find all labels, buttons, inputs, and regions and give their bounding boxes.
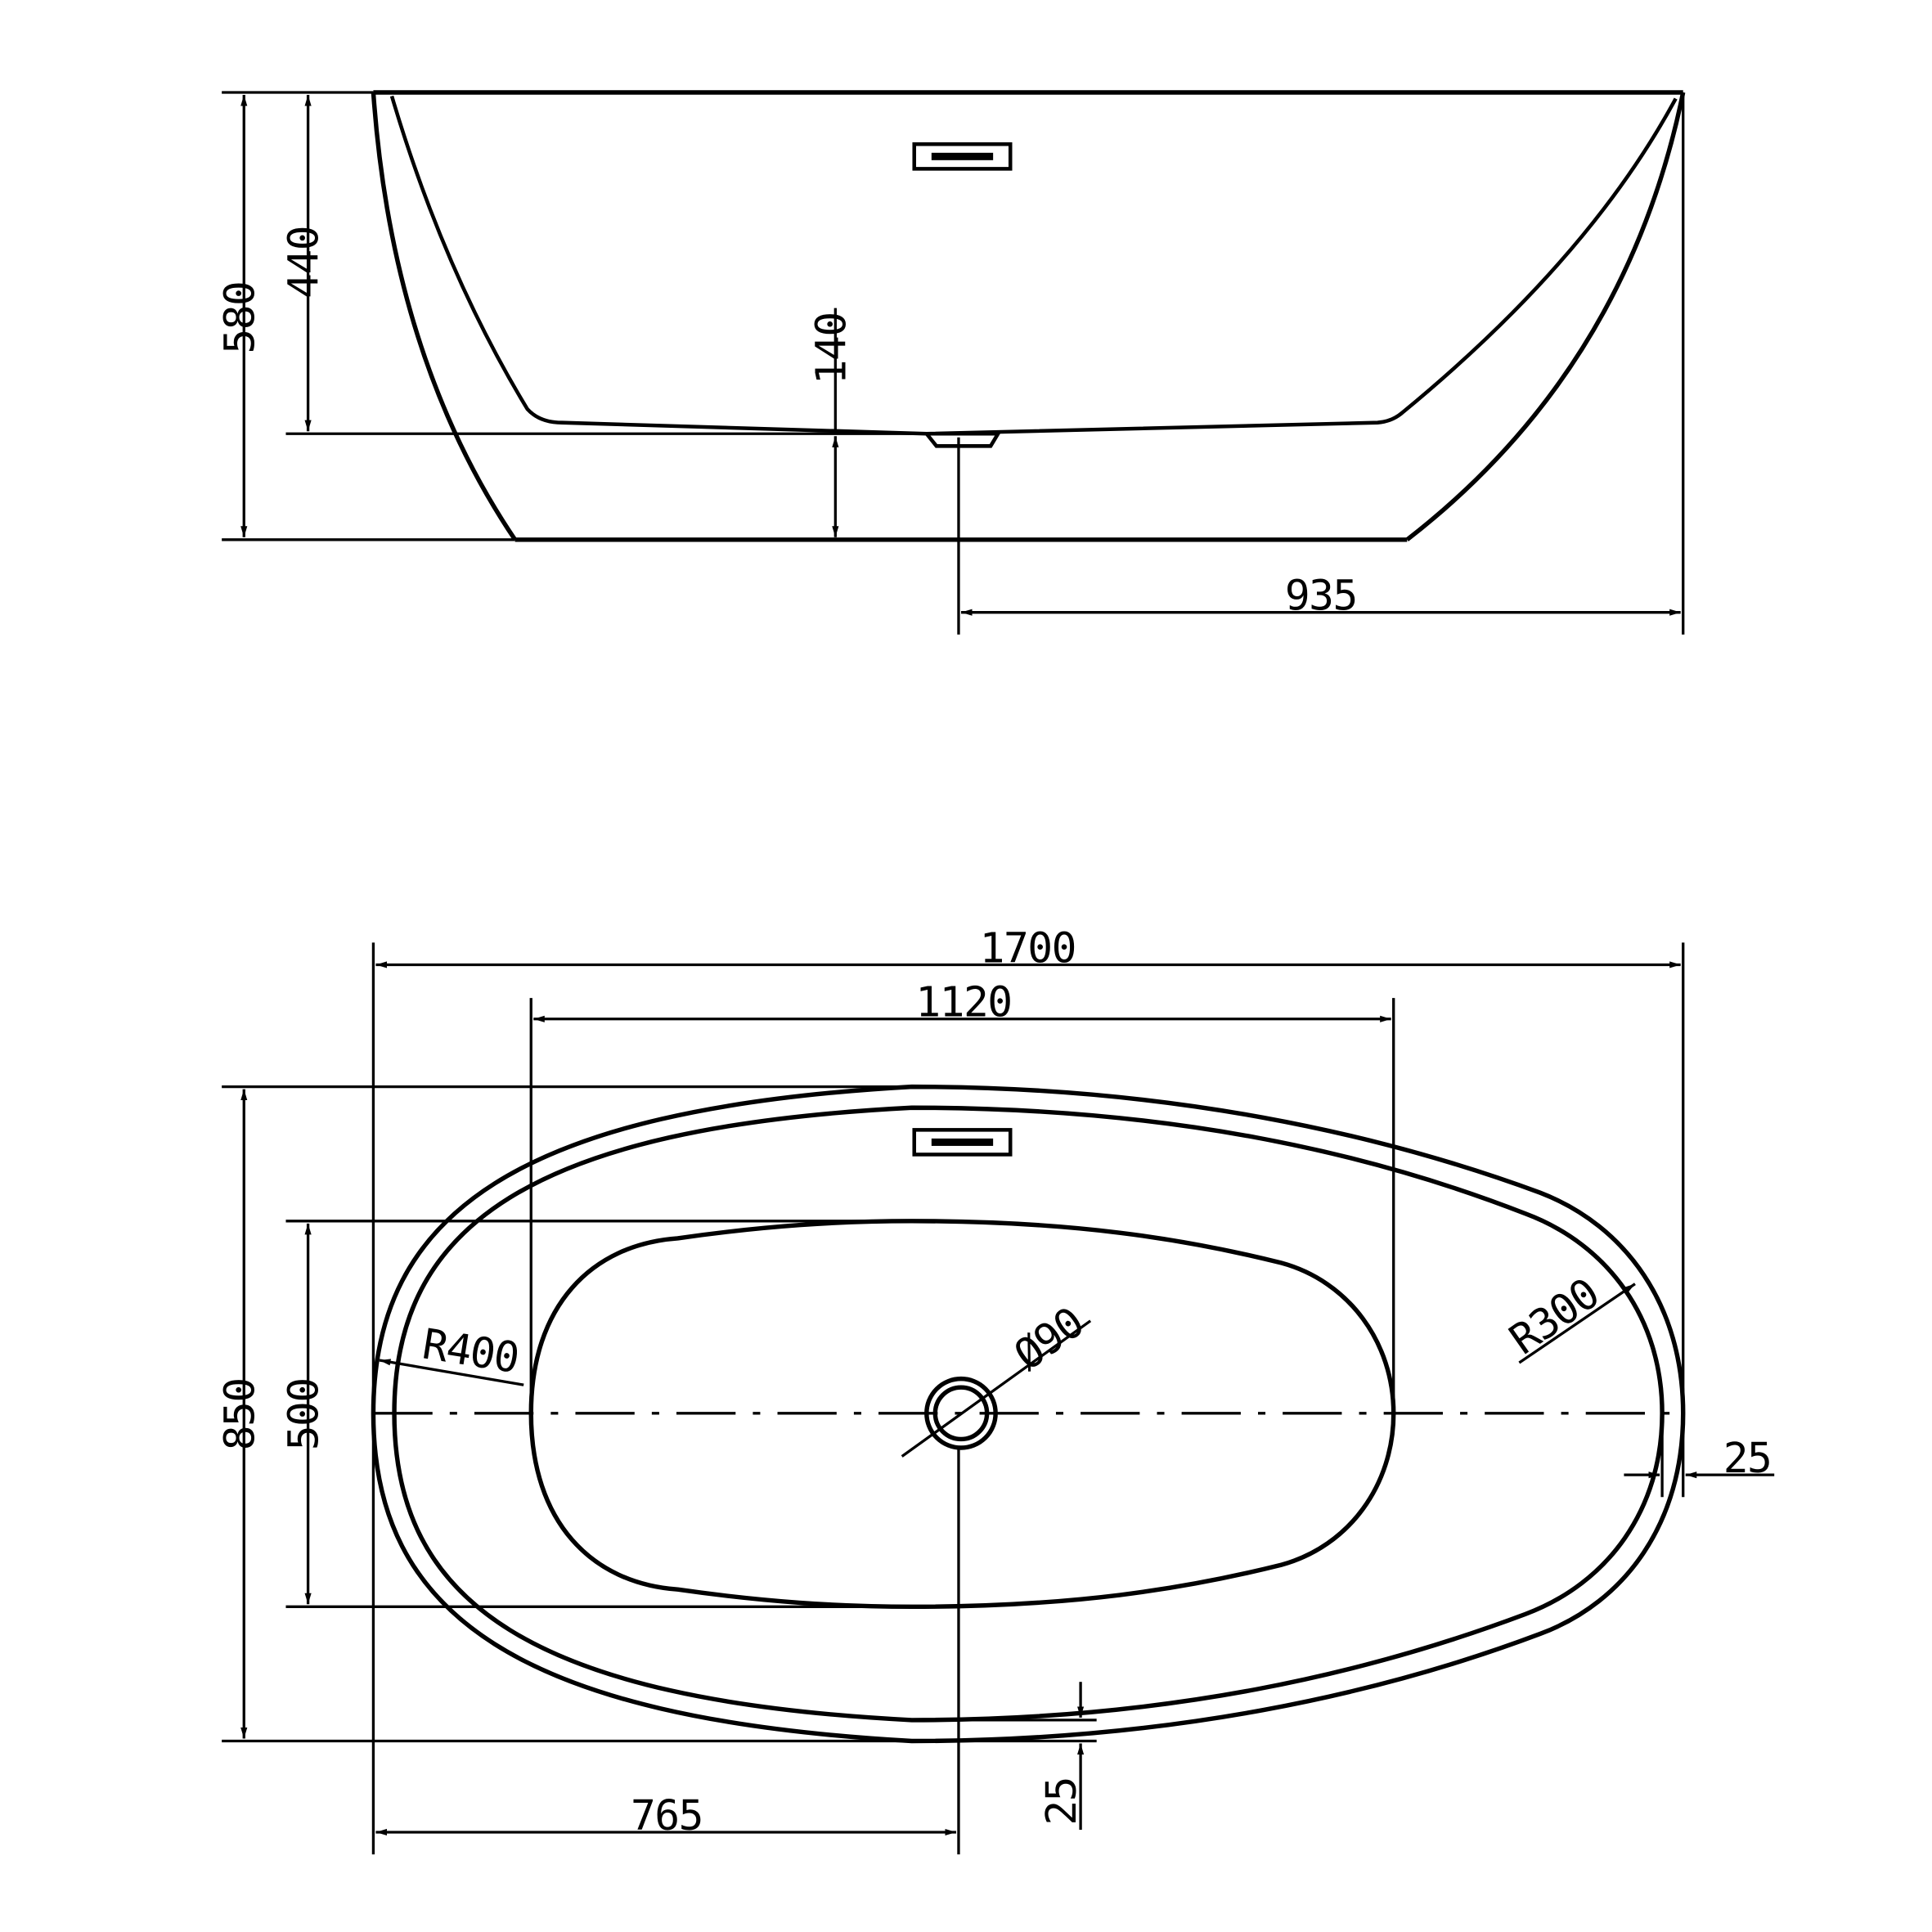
dimension-label: 440 (280, 227, 329, 299)
dimension-label: 850 (215, 1378, 264, 1450)
dimension-label: 25 (1037, 1777, 1086, 1826)
drain-icon (924, 1376, 998, 1450)
dimension-1120: 1120 (529, 978, 1395, 1413)
dimension-850: 850 (215, 1085, 1097, 1743)
dimension-label: 1700 (980, 923, 1076, 973)
dimension-label: 140 (806, 312, 856, 384)
dimension-580: 580 (215, 91, 515, 541)
side-view: 580 440 140 935 (215, 90, 1686, 635)
dimension-label: 765 (631, 1791, 703, 1840)
dimension-500: 500 (280, 1220, 912, 1608)
overflow-icon (912, 1128, 1013, 1157)
outer-right-wall (1405, 92, 1686, 541)
dimension-935: 935 (957, 92, 1685, 635)
dimension-1700: 1700 (371, 923, 1685, 1855)
dimension-label: 580 (215, 282, 264, 354)
dimension-25-bottom: 25 (911, 1682, 1097, 1830)
dimension-25-right: 25 (1624, 1413, 1775, 1498)
dimension-label: R400 (419, 1319, 521, 1383)
drain-icon (923, 431, 1002, 448)
dimension-label: Ø90 (1005, 1298, 1092, 1380)
dimension-140: 140 (806, 308, 856, 537)
dimension-label: 25 (1723, 1434, 1772, 1483)
dimension-r300: R300 (1501, 1269, 1636, 1364)
dimension-label: 500 (280, 1378, 329, 1450)
dimension-label: R300 (1501, 1269, 1607, 1364)
dimension-440: 440 (280, 94, 927, 435)
dimension-label: 935 (1285, 572, 1357, 621)
outer-left-wall (371, 92, 517, 541)
top-view: 1700 1120 850 500 R400 (215, 923, 1775, 1855)
inner-basin-profile (389, 95, 1678, 436)
dimension-765: 765 (375, 1447, 960, 1855)
dimension-label: 1120 (915, 978, 1011, 1027)
overflow-icon (912, 142, 1013, 171)
